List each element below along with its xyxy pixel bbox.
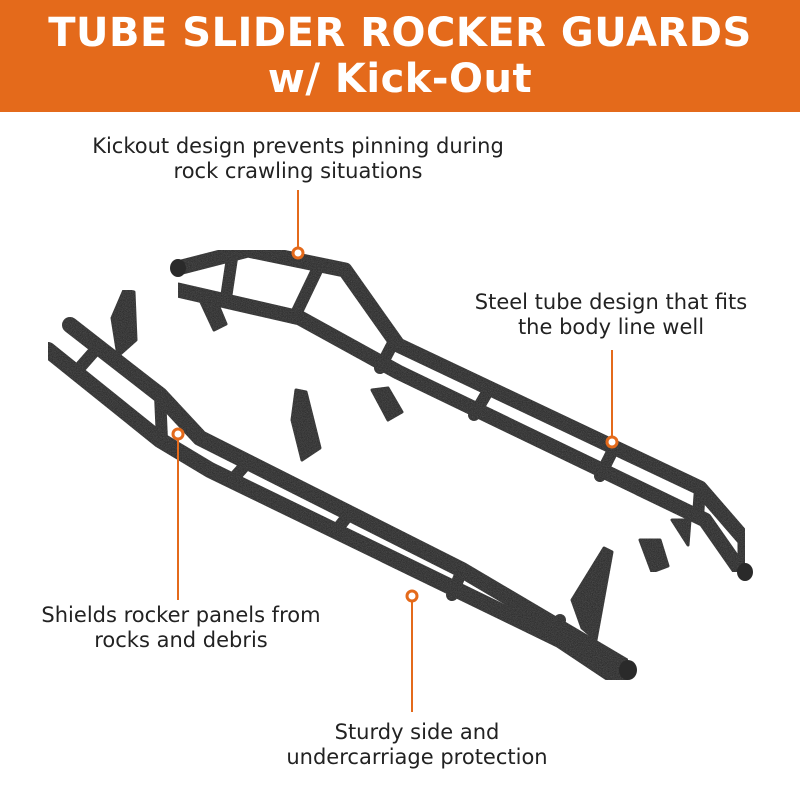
callout-steel-tube-line1: Steel tube design that fits [474,290,748,314]
front-rocker-guard [40,288,636,688]
title-line-1: TUBE SLIDER ROCKER GUARDS [48,10,752,56]
back-tube-end [170,259,186,277]
callout-shields: Shields rocker panels from rocks and deb… [28,603,334,653]
callout-sturdy-line1: Sturdy side and [334,720,500,744]
callout-kickout-line2: rock crawling situations [173,159,423,183]
callout-steel-tube: Steel tube design that fits the body lin… [466,290,756,340]
callout-sturdy: Sturdy side and undercarriage protection [276,720,558,770]
callout-sturdy-line2: undercarriage protection [286,745,548,769]
header-banner: TUBE SLIDER ROCKER GUARDS w/ Kick-Out [0,0,800,112]
callout-kickout: Kickout design prevents pinning during r… [80,134,516,184]
callout-steel-tube-line2: the body line well [517,315,705,339]
back-rocker-guard [170,242,753,580]
product-photo [40,242,753,688]
callout-shields-line1: Shields rocker panels from [41,603,321,627]
title-line-2: w/ Kick-Out [267,56,533,102]
callout-shields-line2: rocks and debris [94,628,268,652]
callout-kickout-line1: Kickout design prevents pinning during [92,134,504,158]
